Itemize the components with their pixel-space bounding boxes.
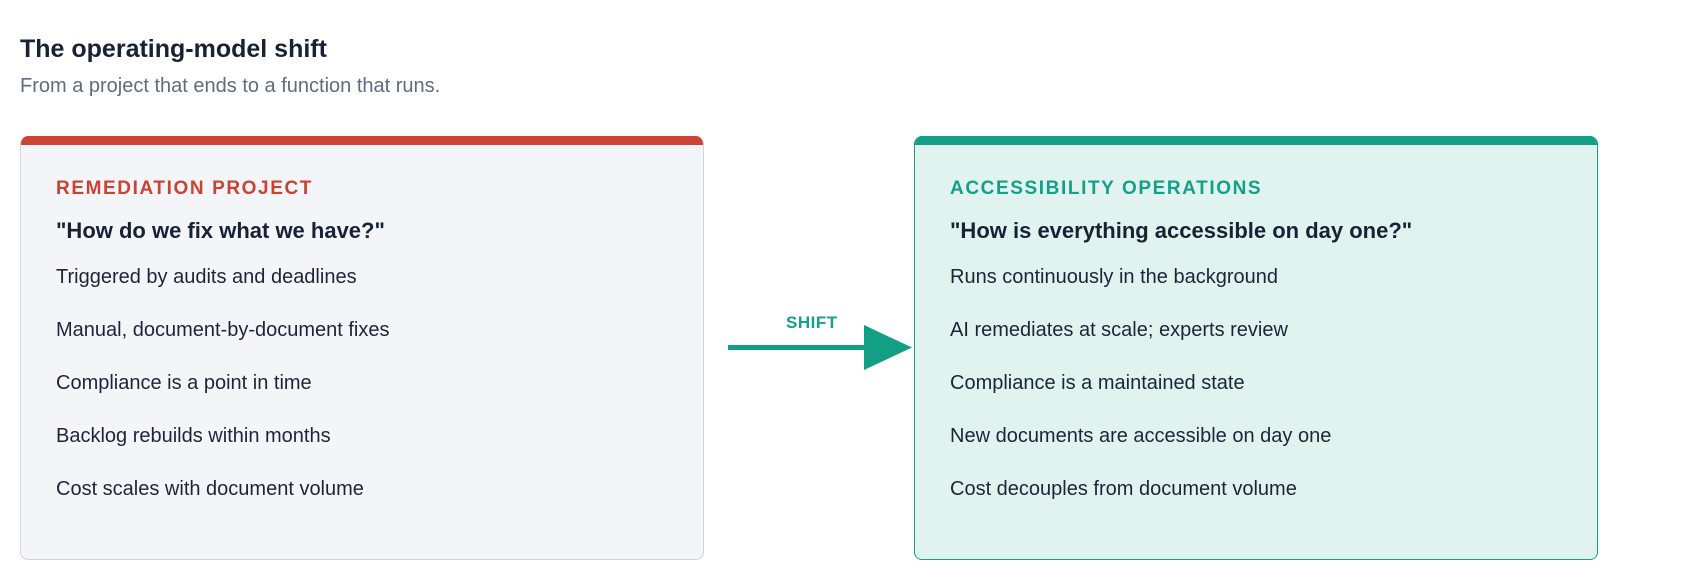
card-heading: ACCESSIBILITY OPERATIONS xyxy=(950,178,1263,199)
card-accent-bar xyxy=(21,136,703,145)
page-subtitle: From a project that ends to a function t… xyxy=(20,75,441,97)
list-item: Triggered by audits and deadlines xyxy=(56,266,357,288)
card-question: "How do we fix what we have?" xyxy=(56,218,385,243)
list-item: Compliance is a maintained state xyxy=(950,372,1245,394)
remediation-project-card: REMEDIATION PROJECT "How do we fix what … xyxy=(20,136,704,560)
card-item-list: Triggered by audits and deadlines Manual… xyxy=(56,266,390,531)
list-item: Backlog rebuilds within months xyxy=(56,425,331,447)
card-question: "How is everything accessible on day one… xyxy=(950,218,1413,243)
arrow-shaft xyxy=(728,345,868,350)
arrow-right-icon xyxy=(728,325,912,370)
list-item: Cost decouples from document volume xyxy=(950,478,1297,500)
card-heading: REMEDIATION PROJECT xyxy=(56,178,314,199)
accessibility-operations-card: ACCESSIBILITY OPERATIONS "How is everyth… xyxy=(914,136,1598,560)
list-item: Manual, document-by-document fixes xyxy=(56,319,390,341)
list-item: Cost scales with document volume xyxy=(56,478,364,500)
list-item: New documents are accessible on day one xyxy=(950,425,1332,447)
list-item: AI remediates at scale; experts review xyxy=(950,319,1288,341)
shift-label: SHIFT xyxy=(786,313,838,332)
arrow-head xyxy=(864,325,912,370)
list-item: Runs continuously in the background xyxy=(950,266,1278,288)
card-accent-bar xyxy=(915,136,1597,145)
list-item: Compliance is a point in time xyxy=(56,372,312,394)
card-item-list: Runs continuously in the background AI r… xyxy=(950,266,1331,531)
page-title: The operating-model shift xyxy=(20,35,327,63)
